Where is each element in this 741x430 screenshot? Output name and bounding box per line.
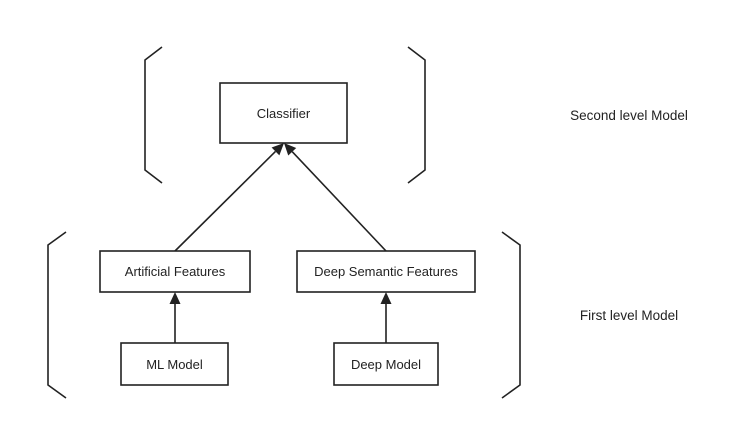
artificial-features-box [99,250,251,293]
second-level-label: Second level Model [570,108,688,123]
ml-model-label: ML Model [146,357,203,372]
deep-model-label: Deep Model [351,357,421,372]
artificial-features-label: Artificial Features [125,264,226,279]
classifier-label: Classifier [257,106,311,121]
edge-artificial_features-to-classifier [174,150,277,252]
node-deep-model: Deep Model [333,342,439,386]
second-level-left-bracket [144,46,163,184]
arrowhead-deep_semantic_features-to-classifier [284,143,297,156]
arrowhead-artificial_features-to-classifier [271,143,284,156]
deep-semantic-features-label: Deep Semantic Features [314,264,458,279]
first-level-right-bracket [501,231,521,399]
arrowhead-deep_model-to-deep_semantic_features [380,292,392,304]
edge-deep_semantic_features-to-classifier [291,151,387,252]
edges-group [169,143,392,343]
ml-model-box [120,342,229,386]
node-deep-semantic-features: Deep Semantic Features [296,250,476,293]
second-level-right-bracket [407,46,426,184]
deep-model-box [333,342,439,386]
node-artificial-features: Artificial Features [99,250,251,293]
node-ml-model: ML Model [120,342,229,386]
arrowhead-ml_model-to-artificial_features [169,292,181,304]
first-level-left-bracket [47,231,67,399]
first-level-label: First level Model [580,308,678,323]
deep-semantic-features-box [296,250,476,293]
node-classifier: Classifier [219,82,348,144]
classifier-box [219,82,348,144]
